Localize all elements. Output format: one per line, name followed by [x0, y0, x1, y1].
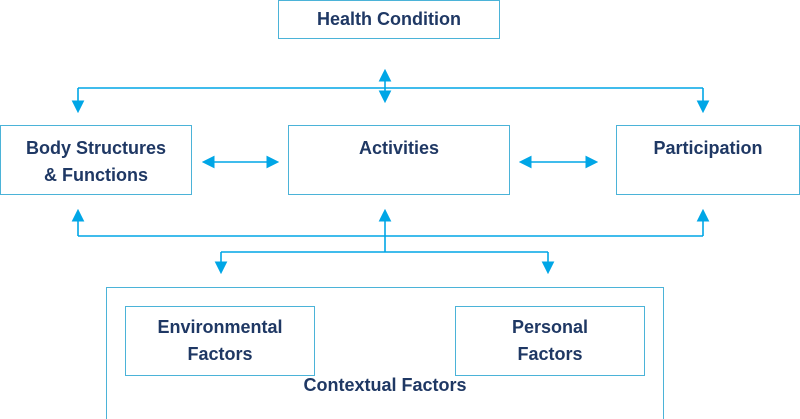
personal-factors-box: Personal Factors: [455, 306, 645, 376]
body-structures-label-line2: & Functions: [44, 165, 148, 185]
participation-box: Participation: [616, 125, 800, 195]
contextual-factors-label: Contextual Factors: [303, 375, 467, 395]
health-condition-label: Health Condition: [317, 9, 461, 29]
body-structures-box: Body Structures & Functions: [0, 125, 192, 195]
health-condition-box: Health Condition: [278, 0, 500, 39]
environmental-factors-box: Environmental Factors: [125, 306, 315, 376]
body-structures-label-line1: Body Structures: [25, 138, 167, 158]
activities-label: Activities: [358, 138, 440, 158]
environmental-factors-label-line1: Environmental: [157, 317, 283, 337]
personal-factors-label-line2: Factors: [517, 344, 583, 364]
personal-factors-label-line1: Personal: [511, 317, 589, 337]
environmental-factors-label-line2: Factors: [187, 344, 253, 364]
participation-label: Participation: [653, 138, 763, 158]
activities-box: Activities: [288, 125, 510, 195]
